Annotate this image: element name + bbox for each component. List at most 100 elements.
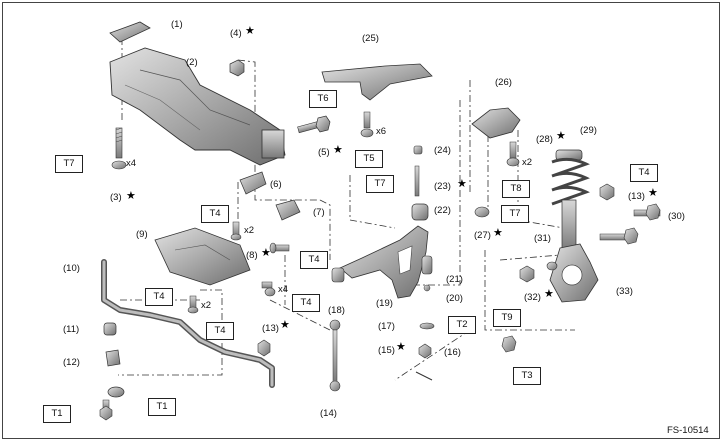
torque-box-t8: T8 [502, 180, 530, 198]
label-part-26: (26) [495, 77, 512, 88]
star-part-8: ★ [261, 247, 271, 259]
label-part-23: (23) [434, 181, 451, 192]
part-1-bracket [109, 21, 151, 43]
torque-box-t4-left: T4 [145, 288, 173, 306]
label-part-21: (21) [446, 274, 463, 285]
star-part-15: ★ [396, 341, 406, 353]
star-part-32: ★ [544, 288, 554, 300]
part-30-bolt [599, 203, 661, 245]
torque-box-t4-mid: T4 [292, 294, 320, 312]
part-7-bracket [275, 199, 301, 221]
part-23-bolt [414, 165, 420, 197]
torque-box-t1-right: T1 [148, 398, 176, 416]
parts-31-32 [519, 261, 558, 283]
torque-box-t4-right: T4 [630, 164, 658, 182]
label-part-27: (27) [474, 230, 491, 241]
torque-box-t3: T3 [513, 367, 541, 385]
star-part-13-left: ★ [280, 319, 290, 331]
label-part-20: (20) [446, 293, 463, 304]
label-part-30: (30) [668, 211, 685, 222]
torque-box-t4-8: T4 [300, 251, 328, 269]
part-4-nut [229, 59, 245, 77]
label-part-4: (4) [230, 28, 242, 39]
t5-bolt [360, 111, 374, 138]
label-part-3: (3) [110, 192, 122, 203]
part-10-stabilizer [101, 259, 275, 388]
torque-box-t1-left: T1 [43, 405, 71, 423]
label-part-25: (25) [362, 33, 379, 44]
part-22-bushing [411, 203, 429, 221]
star-part-4: ★ [245, 25, 255, 37]
label-part-6: (6) [270, 179, 282, 190]
label-part-9: (9) [136, 229, 148, 240]
torque-box-t7-right: T7 [501, 205, 529, 223]
part-11-bushing [103, 322, 117, 336]
ball-joint-hardware [415, 284, 435, 381]
part-18-bushing [331, 267, 345, 283]
label-part-31: (31) [534, 233, 551, 244]
torque-box-t7-left: T7 [55, 155, 83, 173]
label-part-2: (2) [186, 57, 198, 68]
torque-box-t4-13: T4 [206, 322, 234, 340]
part-21-ball-joint [421, 255, 433, 275]
part-27-nut [474, 206, 490, 218]
label-part-33: (33) [616, 286, 633, 297]
t3-bolt [501, 335, 517, 353]
star-part-23: ★ [457, 178, 467, 190]
label-part-22: (22) [434, 205, 451, 216]
label-part-16: (16) [444, 347, 461, 358]
part-24-nut [413, 145, 423, 155]
figure-code: FS-10514 [667, 425, 709, 436]
part-14-stabilizer-link [329, 319, 341, 392]
part-13-nut-left [257, 339, 271, 357]
part-33-knuckle [549, 243, 599, 303]
multiplier-x2-t4-upper: x2 [244, 225, 255, 236]
label-part-28: (28) [536, 134, 553, 145]
label-part-10: (10) [63, 263, 80, 274]
part-5-bolt [297, 115, 331, 134]
label-part-19: (19) [376, 298, 393, 309]
part-12-bracket [105, 349, 121, 367]
torque-box-t2: T2 [448, 316, 476, 334]
t1-bolts [99, 386, 125, 421]
label-part-12: (12) [63, 357, 80, 368]
star-part-5: ★ [333, 144, 343, 156]
star-part-3: ★ [126, 190, 136, 202]
part-25-bracket [321, 63, 433, 101]
part-28-bolts [506, 141, 520, 167]
label-part-18: (18) [328, 305, 345, 316]
label-part-17: (17) [378, 321, 395, 332]
label-part-8: (8) [246, 250, 258, 261]
torque-box-t4-upper: T4 [201, 205, 229, 223]
multiplier-x4-t4-mid: x4 [278, 284, 289, 295]
part-3-bolt [111, 127, 127, 170]
label-part-1: (1) [171, 19, 183, 30]
multiplier-x6-bolt: x6 [376, 126, 387, 137]
label-part-15: (15) [378, 345, 395, 356]
multiplier-x2-t4-lower: x2 [201, 300, 212, 311]
star-part-13-right: ★ [648, 187, 658, 199]
multiplier-x2-t8: x2 [522, 157, 533, 168]
torque-box-t6: T6 [309, 90, 337, 108]
star-part-28: ★ [556, 130, 566, 142]
part-2-crossmember [109, 47, 286, 166]
label-part-13-right: (13) [628, 191, 645, 202]
part-13-nut-right [599, 183, 615, 201]
part-26-strut-mount [471, 107, 521, 139]
label-part-13-left: (13) [262, 323, 279, 334]
label-part-11: (11) [63, 324, 80, 335]
torque-box-t9: T9 [493, 309, 521, 327]
part-6-bracket [239, 171, 267, 195]
label-part-5: (5) [318, 147, 330, 158]
torque-box-t7-upper: T7 [366, 175, 394, 193]
label-part-32: (32) [524, 292, 541, 303]
label-part-14: (14) [320, 408, 337, 419]
label-part-29: (29) [580, 125, 597, 136]
multiplier-x4-t7: x4 [126, 158, 137, 169]
diagram-frame [2, 2, 720, 439]
part-8-bolts [187, 221, 290, 314]
star-part-27: ★ [493, 227, 503, 239]
torque-box-t5: T5 [355, 150, 383, 168]
